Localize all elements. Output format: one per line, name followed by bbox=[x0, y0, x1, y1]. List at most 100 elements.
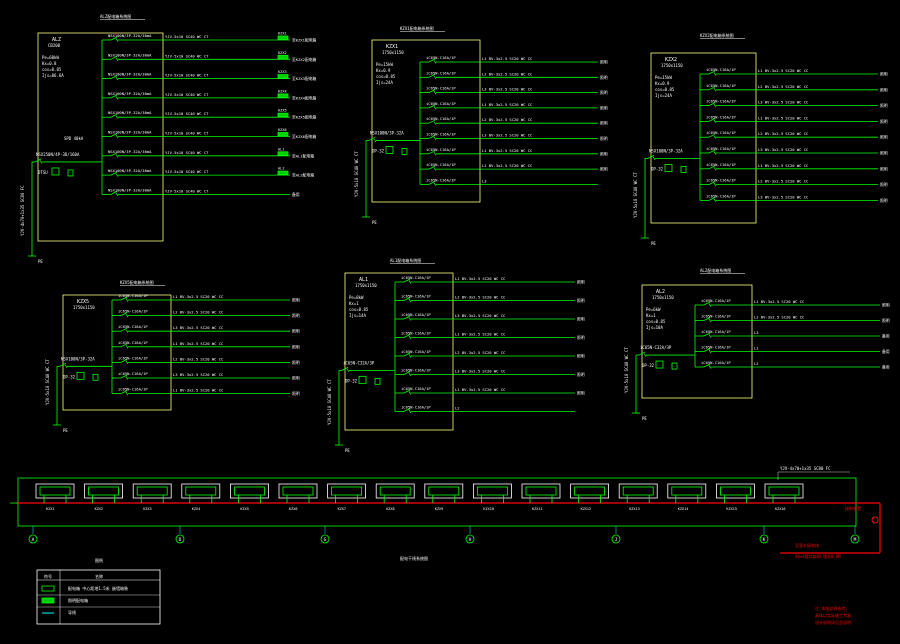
branch-breaker-label: iC65N-C16A/1P bbox=[706, 178, 736, 183]
branch-breaker-label: NSX100N/3P-32A/30mA bbox=[108, 33, 152, 38]
branch-dest: 照明 bbox=[600, 167, 608, 172]
bus-cell-label: KZX9 bbox=[435, 507, 443, 511]
panel-box-label: ALZ bbox=[52, 37, 61, 43]
branch-breaker-label: iC65N-C16A/1P bbox=[118, 340, 148, 345]
feed-cable-label: YJV-5x10 SC40 WC CT bbox=[327, 379, 332, 425]
bus-cell-label: KZX6 bbox=[289, 507, 297, 511]
branch-cable-label: YJV-5x10 SC40 WC CT bbox=[165, 131, 209, 136]
branch-dest: 至KZX2配电箱 bbox=[292, 57, 317, 62]
branch-breaker-label: iC65N-C16A/1P bbox=[706, 130, 736, 135]
branch-tag: AL1 bbox=[278, 147, 285, 151]
branch-cable-label: L2 BV-3x2.5 SC20 WC CC bbox=[482, 117, 532, 122]
breaker-mark bbox=[346, 368, 350, 373]
bus-cell-label: KZX10 bbox=[483, 507, 494, 511]
breaker-mark bbox=[708, 365, 712, 369]
bus-cell: KZX11 bbox=[521, 483, 561, 511]
breaker-blade bbox=[120, 374, 128, 379]
breaker-blade bbox=[703, 332, 711, 337]
breaker-mark bbox=[125, 298, 129, 302]
branch-cable-label: L2 BV-3x2.5 SC20 WC CC bbox=[758, 84, 808, 89]
breaker-mark bbox=[643, 353, 647, 357]
panel-param: Kx=1 bbox=[646, 313, 656, 318]
branch-breaker-label: iC65N-C16A/1P bbox=[426, 162, 456, 167]
branch-breaker-label: iC65N-C16A/1P bbox=[706, 99, 736, 104]
panel-title: ALZ配电箱系统图 bbox=[100, 13, 131, 19]
breaker-mark bbox=[408, 280, 412, 284]
breaker-blade bbox=[403, 315, 411, 320]
meter-label: DP-32 bbox=[642, 363, 655, 368]
branch-breaker-label: NSX100N/3P-32A/30mA bbox=[108, 130, 152, 135]
bus-cell-inner bbox=[331, 486, 363, 496]
legend-title: 图例 bbox=[95, 557, 103, 563]
branch-breaker-label: iC65N-C16A/1P bbox=[401, 312, 431, 317]
branch-breaker-label: iC65N-C16A/1P bbox=[426, 70, 456, 75]
breaker-blade bbox=[403, 408, 411, 412]
branch-dest: 照明 bbox=[880, 166, 888, 171]
breaker-mark bbox=[708, 349, 712, 354]
branch-dest: 照明 bbox=[882, 303, 890, 308]
panel-title: AL1配电箱系统图 bbox=[390, 257, 421, 263]
bus-top-note: YJV-4x70+1x35 SC80 FC bbox=[780, 466, 831, 471]
panel-box bbox=[62, 294, 172, 411]
bus-cell-inner bbox=[379, 486, 411, 496]
ground-electrode bbox=[871, 516, 879, 524]
breaker-blade bbox=[403, 352, 411, 357]
main-breaker-label: iC65N-C32A/3P bbox=[343, 360, 375, 365]
bus-cell-label: KZX11 bbox=[532, 507, 543, 511]
breaker-blade bbox=[110, 133, 118, 137]
branch-breaker-label: iC65N-C16A/1P bbox=[118, 355, 148, 360]
earth-label: PE bbox=[651, 241, 656, 246]
legend-symbol-box bbox=[41, 585, 55, 592]
branch-breaker-label: iC65N-C16A/1P bbox=[118, 371, 148, 376]
branch-breaker-label: NSX100N/3P-32A/30mA bbox=[108, 91, 152, 96]
branch-breaker-label: iC65N-C16A/1P bbox=[401, 331, 431, 336]
bus-cell: KZX8 bbox=[375, 483, 415, 511]
panel-kzx1: KZX1配电箱系统图KZX11750x1150Pe=15kWKx=0.9cos=… bbox=[354, 25, 608, 225]
branch-cable-label: YJV-5x10 SC40 WC CT bbox=[165, 53, 209, 58]
branch-cable-label: YJV-5x10 SC40 WC CT bbox=[165, 34, 209, 39]
breaker-blade bbox=[708, 181, 716, 185]
branch-breaker-label: iC65N-C16A/1P bbox=[401, 386, 431, 391]
panel-param: Ijs=10A bbox=[646, 325, 663, 330]
panel-box-sub: 1750x1150 bbox=[73, 305, 95, 310]
branch-breaker-label: iC65N-C16A/1P bbox=[706, 83, 736, 88]
branch-cable-label: L2 bbox=[754, 361, 759, 366]
breaker-blade bbox=[428, 119, 436, 124]
breaker-blade bbox=[428, 58, 436, 63]
breaker-mark bbox=[713, 198, 717, 203]
bus-cell-frame bbox=[424, 483, 464, 499]
branch-dest: 至KZX1配电箱 bbox=[292, 38, 317, 43]
branch-tag-box bbox=[277, 74, 289, 79]
bus-cell-label: KZX14 bbox=[678, 507, 689, 511]
breaker-mark bbox=[433, 121, 437, 125]
breaker-mark bbox=[373, 138, 377, 143]
breaker-mark bbox=[713, 72, 717, 76]
panel-param: Pe=60kW bbox=[42, 55, 59, 60]
meter-box bbox=[76, 371, 85, 380]
spd-box bbox=[680, 165, 687, 173]
breaker-blade bbox=[638, 351, 646, 356]
branch-dest: 至KZX3配电箱 bbox=[292, 76, 317, 81]
spd-box bbox=[374, 377, 381, 385]
bus-cell-inner bbox=[525, 486, 557, 496]
branch-dest: 照明 bbox=[577, 391, 585, 396]
axis-marker: M bbox=[850, 526, 860, 544]
branch-dest: 照明 bbox=[292, 360, 300, 365]
legend-symbol-filled-box bbox=[41, 597, 55, 604]
branch-breaker-label: NSX100N/3P-32A/30mA bbox=[108, 72, 152, 77]
branch-dest: 照明 bbox=[882, 318, 890, 323]
panel-box bbox=[37, 32, 164, 242]
branch-cable-label: YJV-5x10 SC40 WC CT bbox=[165, 150, 209, 155]
